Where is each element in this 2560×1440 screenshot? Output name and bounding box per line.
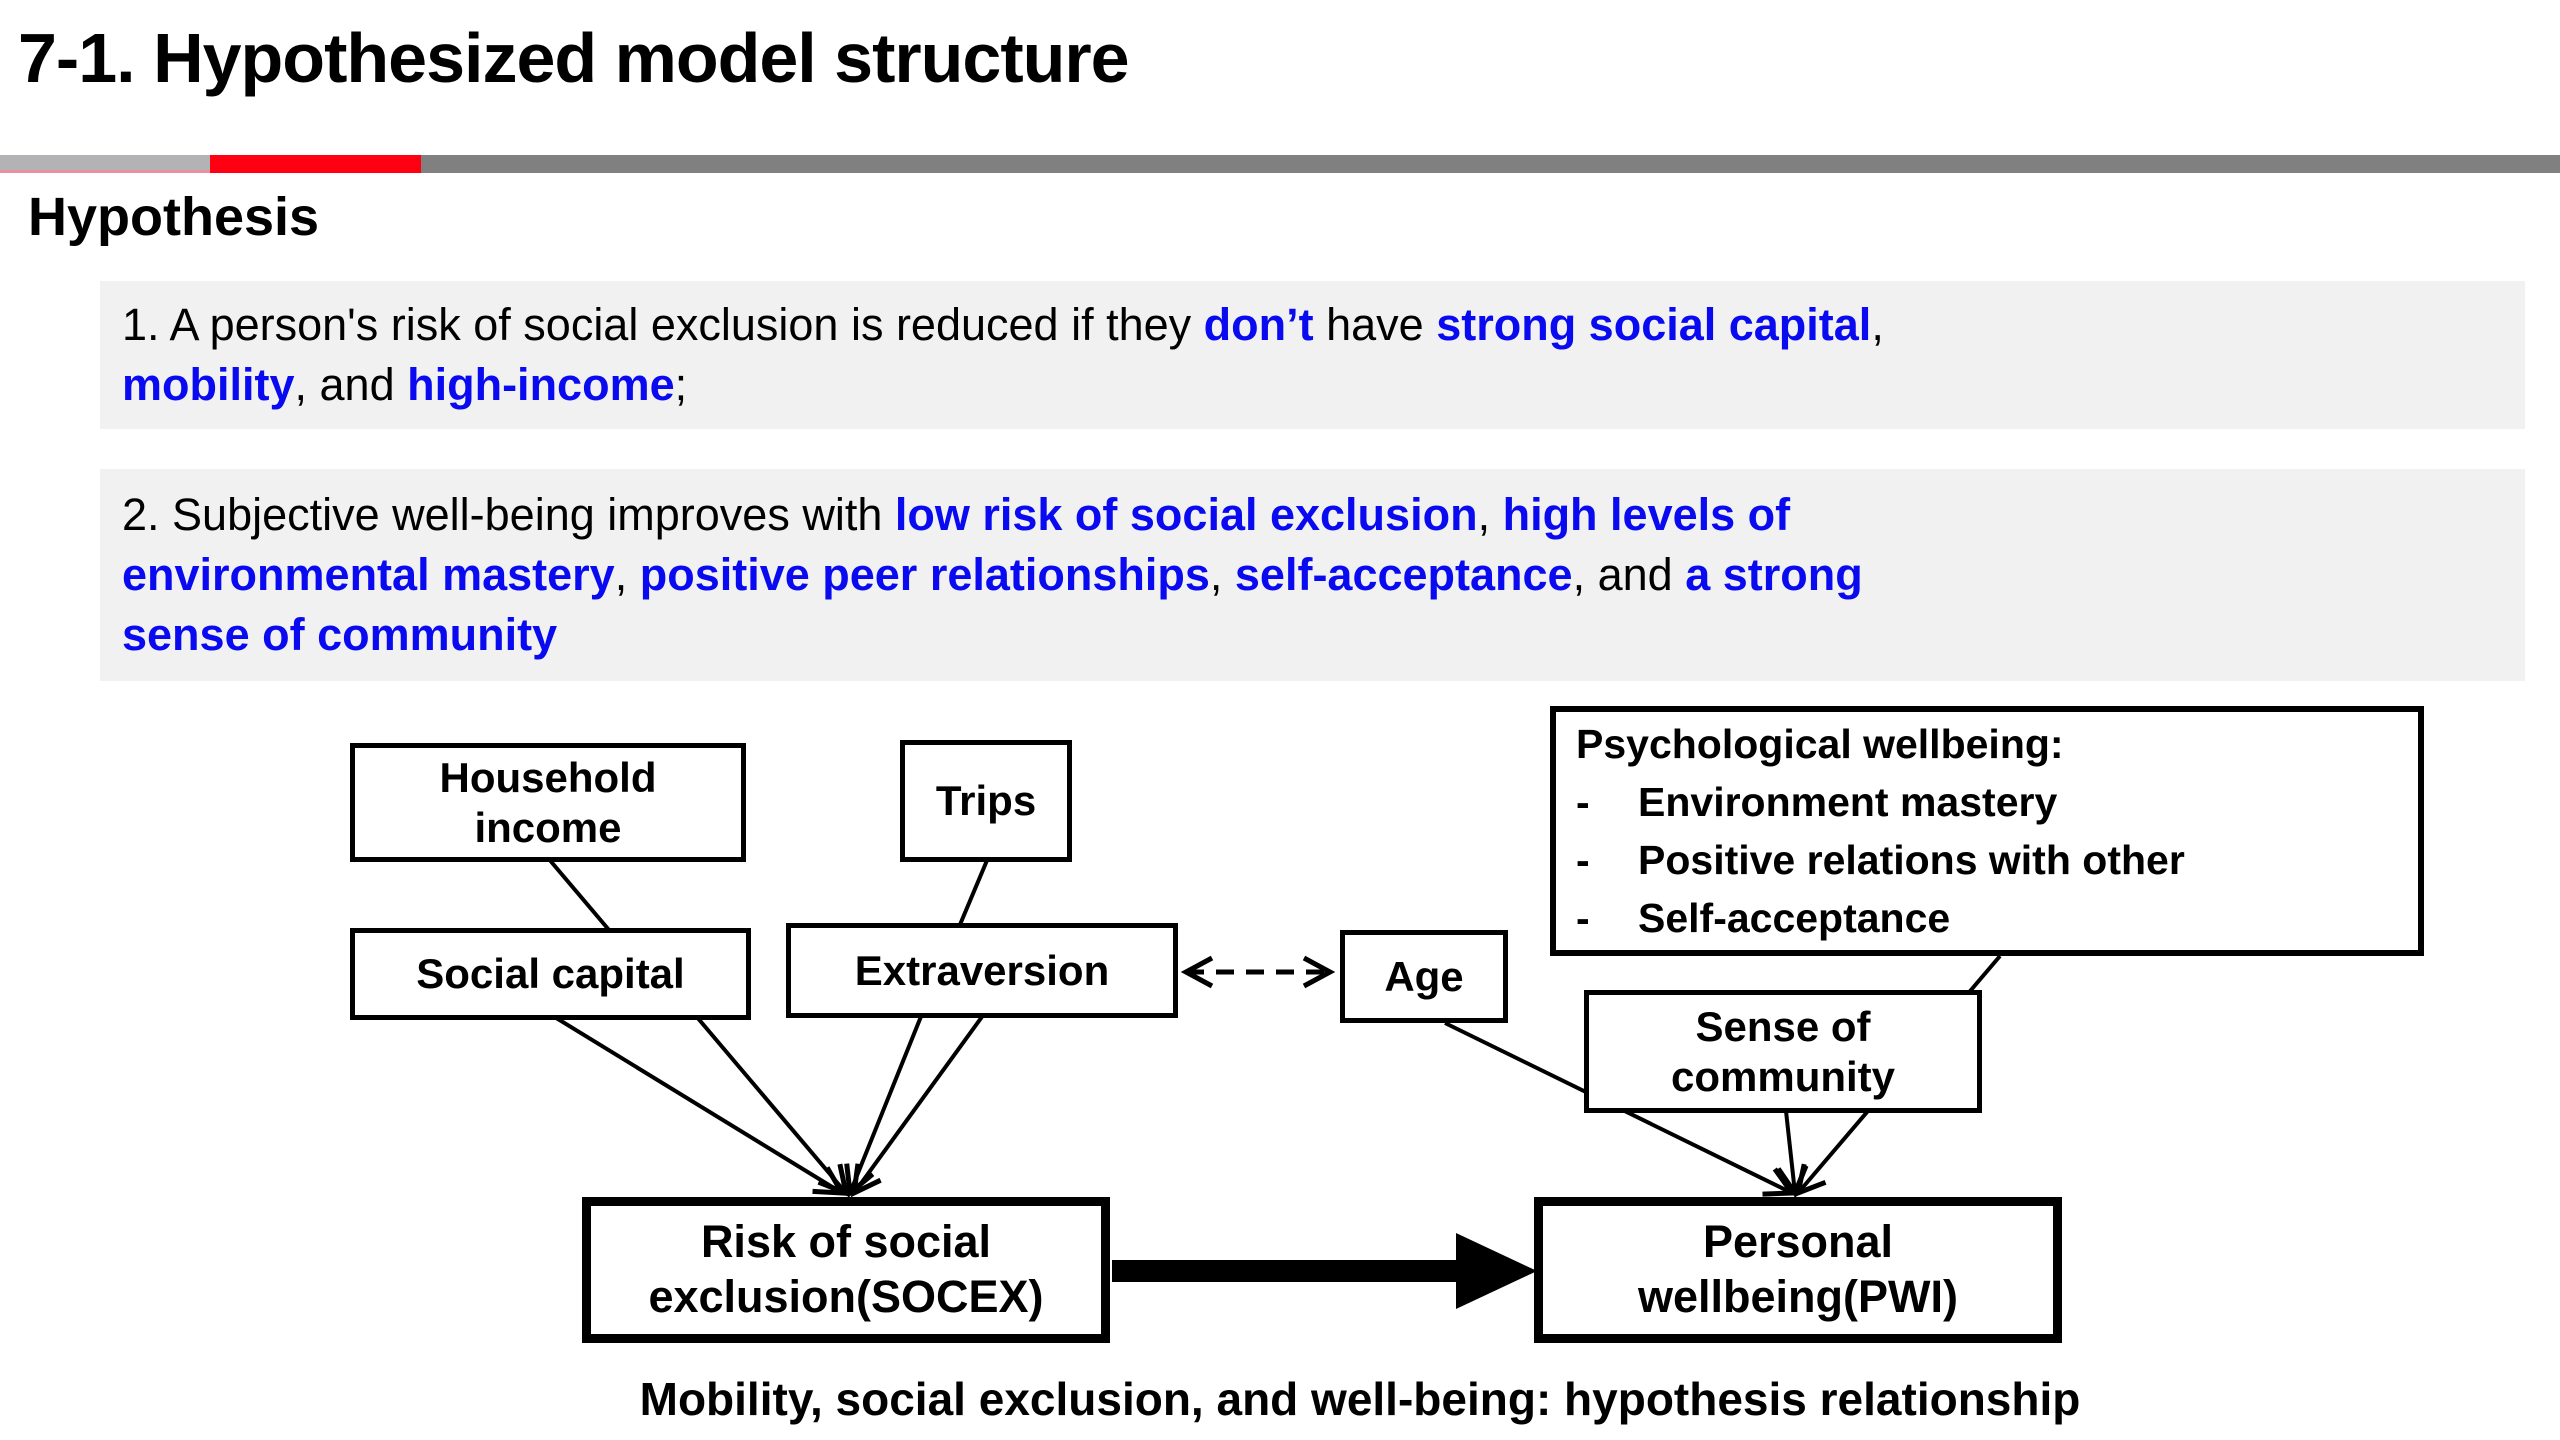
bullet-dash: -: [1576, 895, 1590, 942]
social-capital-box: Social capital: [350, 928, 751, 1020]
line-trips-extraversion: [957, 857, 990, 928]
psych-box-items: -Environment mastery-Positive relations …: [1576, 773, 2185, 948]
box-label-line: Risk of social: [700, 1216, 992, 1268]
box-label-line: Social capital: [416, 950, 685, 998]
trips-box: Trips: [900, 740, 1072, 862]
box-label-line: income: [474, 803, 622, 851]
age-box: Age: [1340, 930, 1508, 1023]
hypothesis-line: 1. A person's risk of social exclusion i…: [122, 299, 1884, 350]
hypothesis-line: sense of community: [122, 609, 558, 660]
box-label-line: wellbeing(PWI): [1638, 1271, 1958, 1322]
accent-bar-light-segment: [0, 155, 210, 173]
extraversion-box: Extraversion: [786, 923, 1178, 1018]
psychological-wellbeing-box: Psychological wellbeing: -Environment ma…: [1550, 706, 2424, 956]
hypothesis-line: 2. Subjective well-being improves with l…: [122, 489, 1791, 540]
box-label-line: Extraversion: [854, 946, 1110, 994]
box-label-line: exclusion(SOCEX): [648, 1271, 1044, 1322]
bullet-dash: -: [1576, 778, 1590, 825]
page-title: 7-1. Hypothesized model structure: [18, 19, 1130, 97]
hypothesis-line: environmental mastery, positive peer rel…: [122, 549, 1863, 600]
psych-box-item: -Environment mastery: [1576, 773, 2185, 831]
arrow-extraversion-socex-1: [844, 1013, 924, 1198]
box-label-line: Trips: [935, 777, 1037, 825]
socex-to-pwi-arrow-head: [1456, 1233, 1537, 1309]
section-heading: Hypothesis: [28, 187, 320, 247]
arrow-socialcapital-socex-2: [694, 1014, 850, 1198]
arrow-extraversion-socex-2: [850, 1012, 986, 1198]
line-householdincome-socialcapital: [546, 856, 611, 932]
accent-bar: [0, 155, 2560, 173]
bullet-dash: -: [1576, 837, 1590, 883]
psych-box-item: -Self-acceptance: [1576, 889, 2185, 947]
diagram-caption: Mobility, social exclusion, and well-bei…: [639, 1373, 2081, 1425]
accent-bar-dark-segment: [421, 155, 2560, 173]
hypothesis-2-block: 2. Subjective well-being improves with l…: [100, 469, 2525, 681]
hypothesis-line: mobility, and high-income;: [122, 359, 688, 410]
arrow-sense-pwi: [1776, 1110, 1809, 1199]
box-label-line: Sense of: [1695, 1002, 1871, 1050]
box-label-line: community: [1670, 1052, 1896, 1100]
accent-bar-red-segment: [210, 155, 421, 173]
box-label-line: Household: [439, 753, 657, 801]
psych-box-item: -Positive relations with other: [1576, 831, 2185, 889]
psych-box-title: Psychological wellbeing:: [1576, 720, 2064, 767]
box-label-line: Age: [1384, 952, 1464, 1000]
hypothesis-1-block: 1. A person's risk of social exclusion i…: [100, 281, 2525, 429]
arrow-socialcapital-socex-1: [551, 1014, 847, 1196]
box-label-line: Personal: [1702, 1216, 1894, 1268]
socex-to-pwi-arrow: [1112, 1233, 1537, 1309]
